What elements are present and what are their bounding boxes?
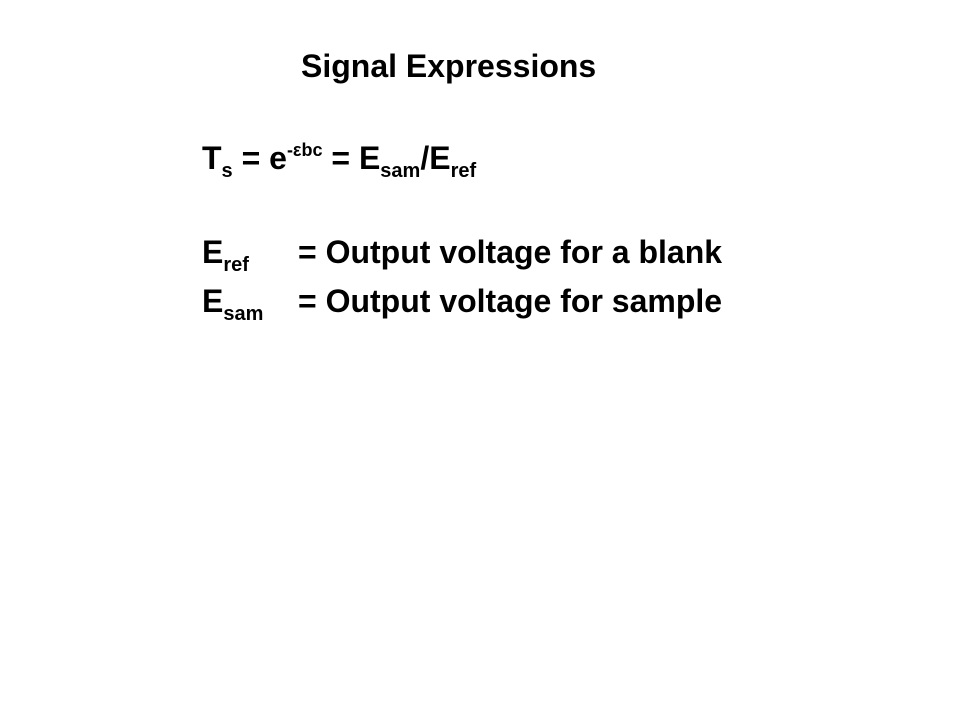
definition-symbol: E <box>202 234 224 270</box>
definition-text: = Output voltage for sample <box>298 283 723 319</box>
definition-esam: Esam= Output voltage for sample <box>202 283 723 324</box>
definition-eref: Eref= Output voltage for a blank <box>202 234 723 275</box>
definition-text: = Output voltage for a blank <box>298 234 723 270</box>
equals-e-2: = E <box>322 140 381 176</box>
sam-subscript: sam <box>380 160 421 182</box>
ref-subscript: ref <box>450 160 477 182</box>
equals-e: = e <box>232 140 287 176</box>
t-subscript: s <box>221 160 233 182</box>
exponent: -εbc <box>286 140 323 160</box>
definition-subscript: ref <box>223 254 249 276</box>
slide-title: Signal Expressions <box>301 48 597 84</box>
t-symbol: T <box>202 140 222 176</box>
definition-symbol: E <box>202 283 224 319</box>
definition-subscript: sam <box>223 303 264 325</box>
transmittance-equation: Ts = e-εbc = Esam/Eref <box>202 140 476 181</box>
definition-term: Esam <box>202 283 298 324</box>
definition-term: Eref <box>202 234 298 275</box>
slash-e: /E <box>420 140 451 176</box>
